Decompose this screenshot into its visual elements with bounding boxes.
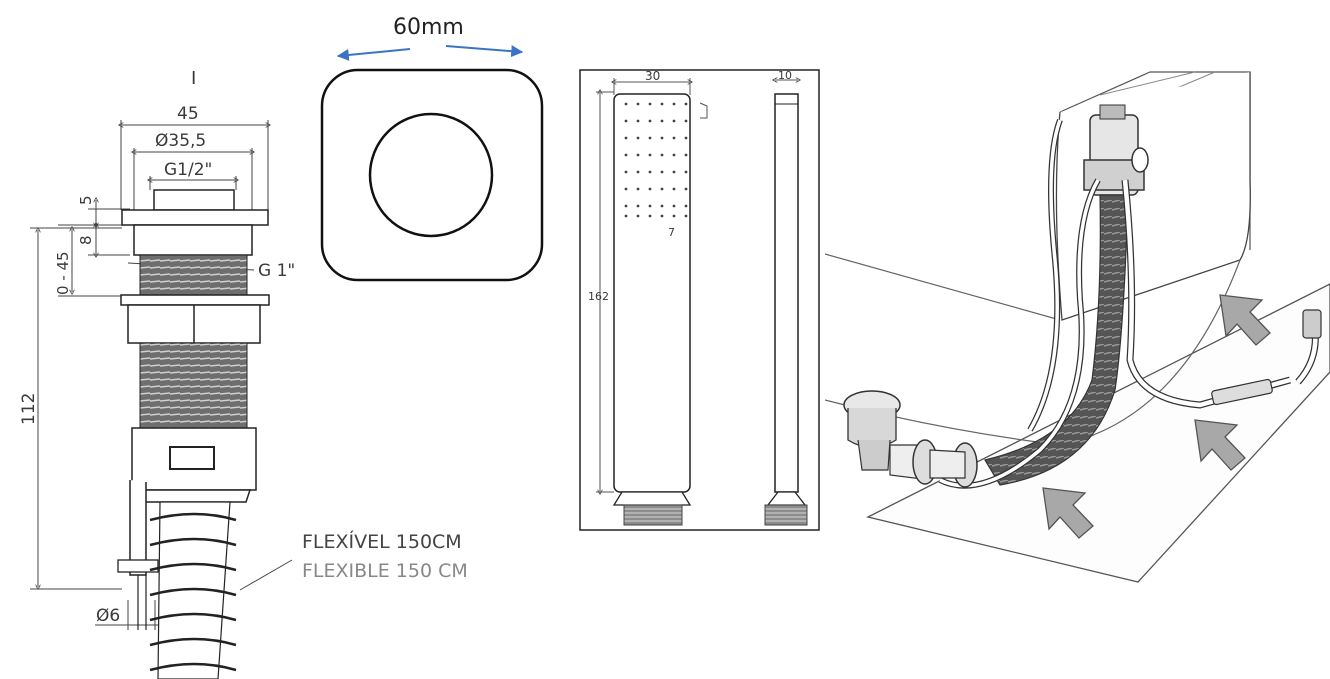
hand-shower-drawing: 30 10 162 7 (579, 69, 820, 531)
cover-plate-drawing: 60mm (320, 15, 544, 282)
valve-drawing: I (19, 68, 468, 679)
valve-dimension-lines (30, 120, 293, 630)
arrow-icon (1042, 487, 1094, 539)
dim-0-45: 0 - 45 (54, 251, 72, 295)
installation-illustration (824, 71, 1330, 583)
nozzle-dots (624, 102, 688, 218)
dim-112: 112 (19, 393, 39, 425)
dim-7: 7 (668, 226, 675, 239)
plate-circle (368, 112, 494, 238)
dim-30: 30 (645, 69, 660, 83)
dim-8: 8 (77, 235, 95, 245)
dim-10: 10 (778, 69, 792, 82)
dim-162: 162 (588, 290, 609, 303)
valve-centerline-mark: I (191, 68, 196, 89)
plate-width-label: 60mm (393, 15, 464, 40)
hose-label-es: FLEXIBLE 150 CM (302, 560, 468, 582)
install-arrows (1042, 294, 1271, 539)
dim-35-5: Ø35,5 (155, 131, 206, 151)
dim-g1: G 1" (258, 261, 295, 281)
hose-label-pt: FLEXÍVEL 150CM (302, 530, 462, 553)
dim-g1-2: G1/2" (164, 160, 212, 180)
dim-6: Ø6 (96, 606, 120, 626)
dim-45: 45 (177, 104, 199, 124)
arrow-icon (1219, 294, 1271, 346)
arrow-icon (1194, 419, 1246, 471)
dim-5: 5 (77, 195, 95, 205)
